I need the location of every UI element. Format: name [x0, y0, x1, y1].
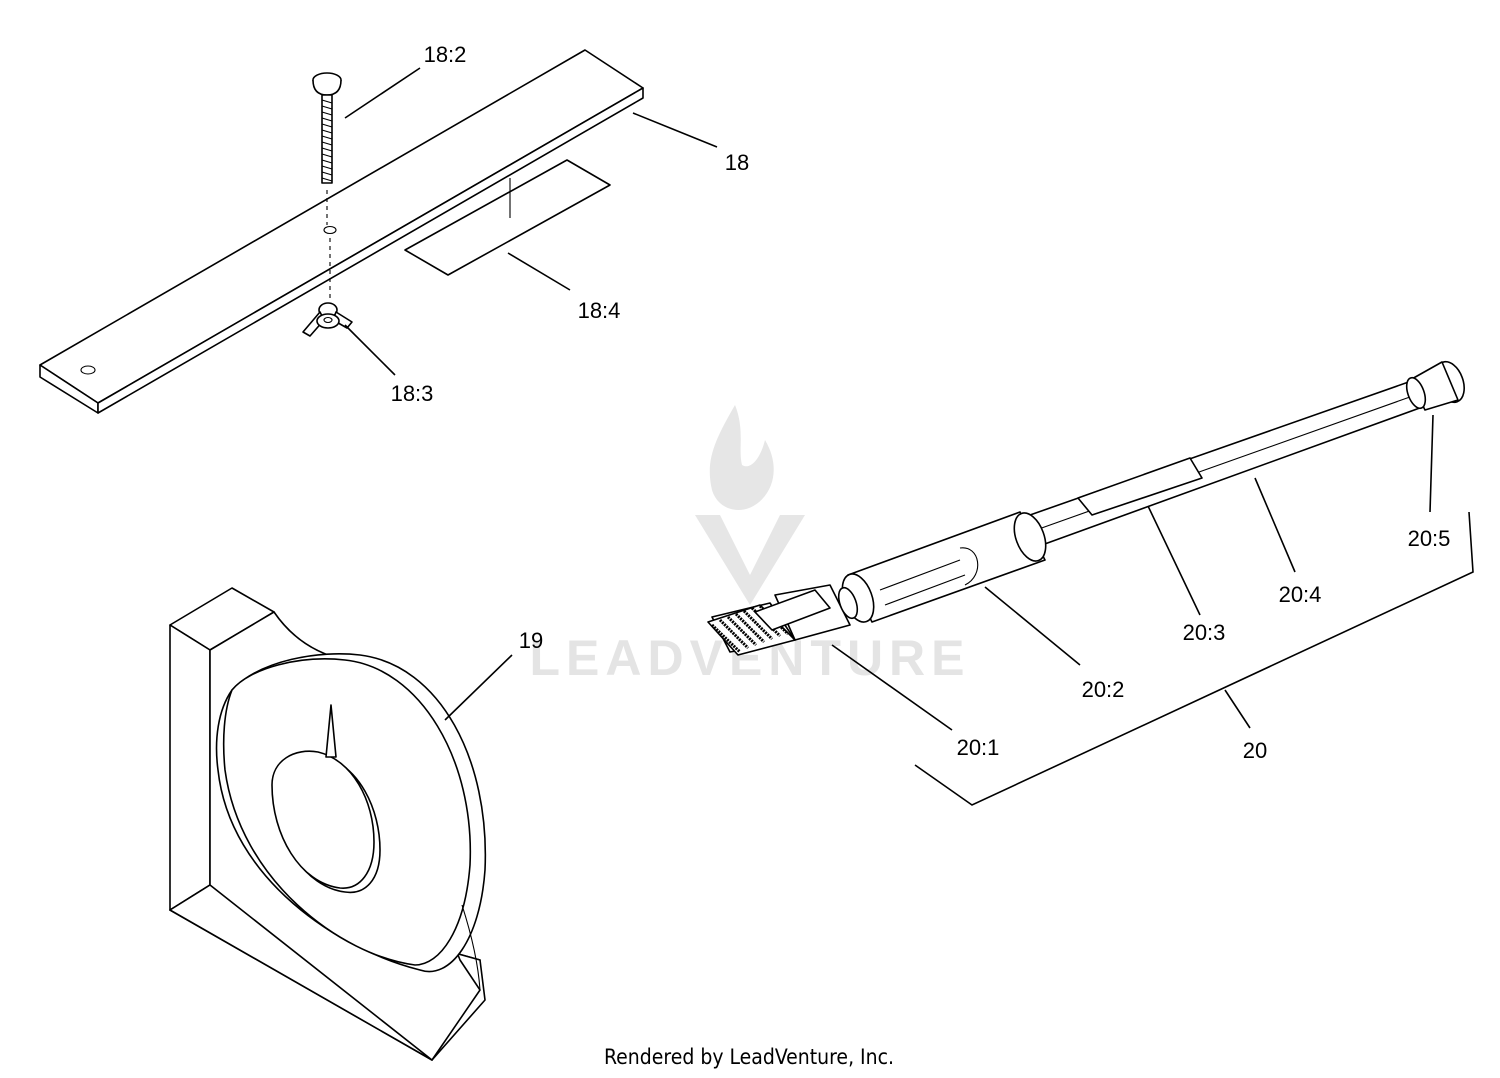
- part-20-brush-assembly: [707, 360, 1465, 656]
- part-18-bar: [39, 49, 644, 414]
- leader-20-2: [984, 586, 1081, 666]
- callout-20-5: 20:5: [1408, 526, 1451, 551]
- callout-18: 18: [725, 150, 749, 175]
- callout-20-3: 20:3: [1183, 620, 1226, 645]
- leader-19: [444, 654, 513, 721]
- leader-20-1: [831, 644, 953, 731]
- leader-18-4: [507, 252, 571, 291]
- leader-20: [1224, 689, 1251, 729]
- watermark-flame-icon: [709, 405, 774, 510]
- leader-18-2: [344, 67, 421, 119]
- callout-20: 20: [1243, 738, 1267, 763]
- leader-lines: [344, 67, 1474, 806]
- leader-20-3: [1147, 505, 1201, 616]
- leader-20-4: [1254, 477, 1296, 573]
- callout-20-4: 20:4: [1279, 582, 1322, 607]
- callout-20-1: 20:1: [957, 735, 1000, 760]
- callout-20-2: 20:2: [1082, 677, 1125, 702]
- callout-labels: 18:2 18 18:4 18:3 19 20:1 20:2 20:3 20:4…: [391, 42, 1451, 763]
- leader-18-3: [344, 324, 396, 376]
- watermark: LEADVENTURE: [529, 405, 965, 686]
- callout-18-2: 18:2: [424, 42, 467, 67]
- footer-credit: Rendered by LeadVenture, Inc.: [604, 1045, 894, 1069]
- leader-20-5: [1429, 414, 1434, 513]
- part-18-2-screw: [312, 72, 342, 225]
- watermark-v-icon: [695, 515, 805, 605]
- callout-18-3: 18:3: [391, 381, 434, 406]
- leader-18: [632, 112, 718, 148]
- part-18-4-decal: [404, 159, 611, 276]
- bracket-20: [914, 511, 1474, 806]
- callout-19: 19: [519, 628, 543, 653]
- callout-18-4: 18:4: [578, 298, 621, 323]
- part-19-level: [169, 587, 487, 1061]
